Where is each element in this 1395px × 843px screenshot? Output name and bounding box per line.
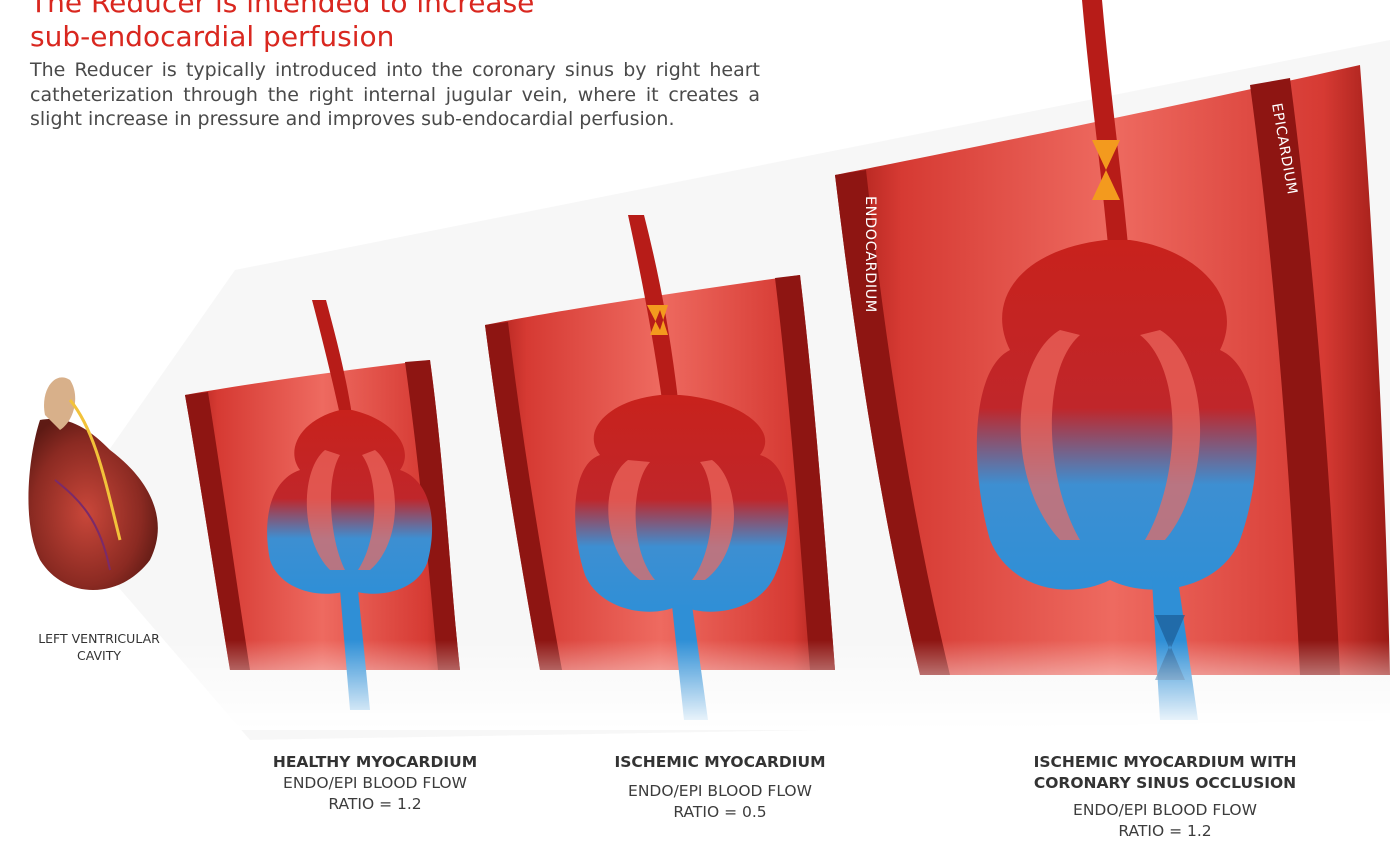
caption-title: ISCHEMIC MYOCARDIUM — [570, 752, 870, 773]
caption-ratio: RATIO = 0.5 — [570, 802, 870, 823]
caption-flow: ENDO/EPI BLOOD FLOW — [985, 800, 1345, 821]
caption-healthy: HEALTHY MYOCARDIUM ENDO/EPI BLOOD FLOW R… — [225, 752, 525, 815]
caption-title: ISCHEMIC MYOCARDIUM WITH — [985, 752, 1345, 773]
caption-ratio: RATIO = 1.2 — [225, 794, 525, 815]
caption-ratio: RATIO = 1.2 — [985, 821, 1345, 842]
panel-occlusion — [835, 0, 1390, 720]
caption-title: HEALTHY MYOCARDIUM — [225, 752, 525, 773]
endocardium-label: ENDOCARDIUM — [862, 196, 878, 313]
caption-flow: ENDO/EPI BLOOD FLOW — [570, 781, 870, 802]
caption-flow: ENDO/EPI BLOOD FLOW — [225, 773, 525, 794]
caption-title: CORONARY SINUS OCCLUSION — [985, 773, 1345, 794]
caption-occlusion: ISCHEMIC MYOCARDIUM WITH CORONARY SINUS … — [985, 752, 1345, 842]
caption-ischemic: ISCHEMIC MYOCARDIUM ENDO/EPI BLOOD FLOW … — [570, 752, 870, 823]
left-ventricular-cavity-label: LEFT VENTRICULAR CAVITY — [14, 630, 184, 664]
